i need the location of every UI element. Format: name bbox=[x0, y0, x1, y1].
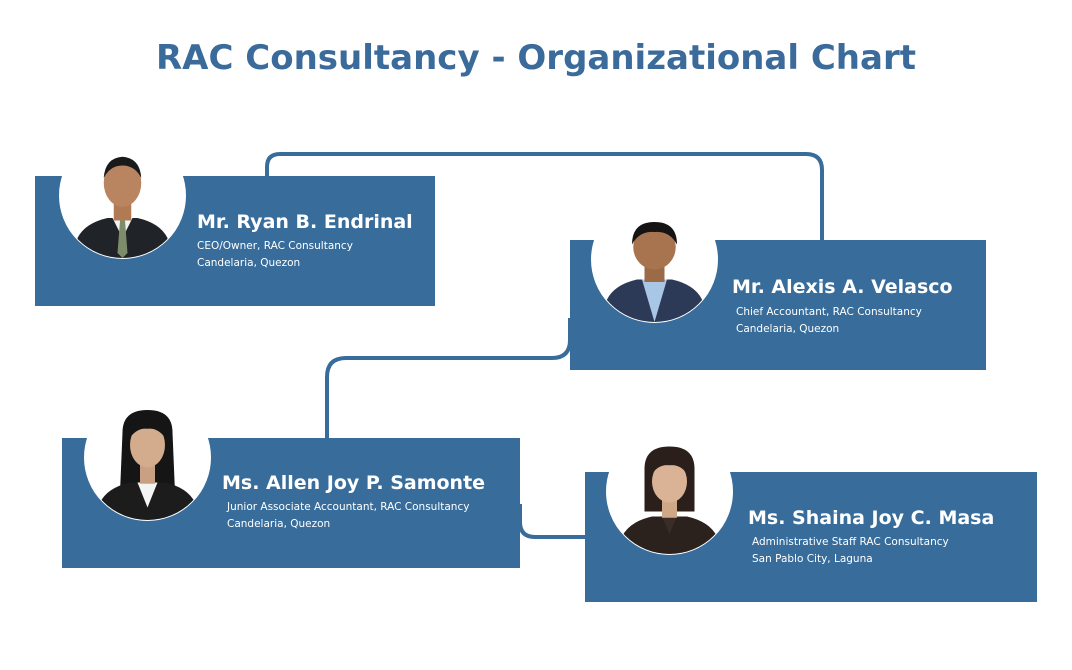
person-name: Ms. Shaina Joy C. Masa bbox=[748, 507, 995, 529]
man-in-suit-photo-icon bbox=[60, 133, 185, 258]
avatar-admin-staff bbox=[606, 428, 733, 555]
avatar-ceo bbox=[59, 132, 186, 259]
person-name: Ms. Allen Joy P. Samonte bbox=[222, 472, 486, 494]
person-name: Mr. Ryan B. Endrinal bbox=[197, 211, 413, 233]
person-role: Chief Accountant, RAC Consultancy bbox=[736, 306, 922, 318]
person-role: Administrative Staff RAC Consultancy bbox=[752, 536, 949, 548]
avatar-chief-accountant bbox=[591, 196, 718, 323]
person-role: Junior Associate Accountant, RAC Consult… bbox=[227, 501, 470, 513]
connector-ceo-to-chief bbox=[265, 152, 824, 240]
connector-junior-to-admin bbox=[518, 504, 585, 539]
woman-in-blazer-photo-icon bbox=[607, 429, 732, 554]
avatar-junior-accountant bbox=[84, 394, 211, 521]
person-location: Candelaria, Quezon bbox=[736, 323, 840, 335]
person-location: San Pablo City, Laguna bbox=[752, 553, 873, 565]
connector-chief-to-junior bbox=[325, 318, 572, 438]
person-name: Mr. Alexis A. Velasco bbox=[732, 276, 953, 298]
person-location: Candelaria, Quezon bbox=[197, 257, 301, 269]
woman-in-blazer-photo-icon bbox=[85, 395, 210, 520]
person-location: Candelaria, Quezon bbox=[227, 518, 331, 530]
man-in-suit-photo-icon bbox=[592, 197, 717, 322]
chart-title: RAC Consultancy - Organizational Chart bbox=[156, 38, 916, 78]
person-role: CEO/Owner, RAC Consultancy bbox=[197, 240, 353, 252]
